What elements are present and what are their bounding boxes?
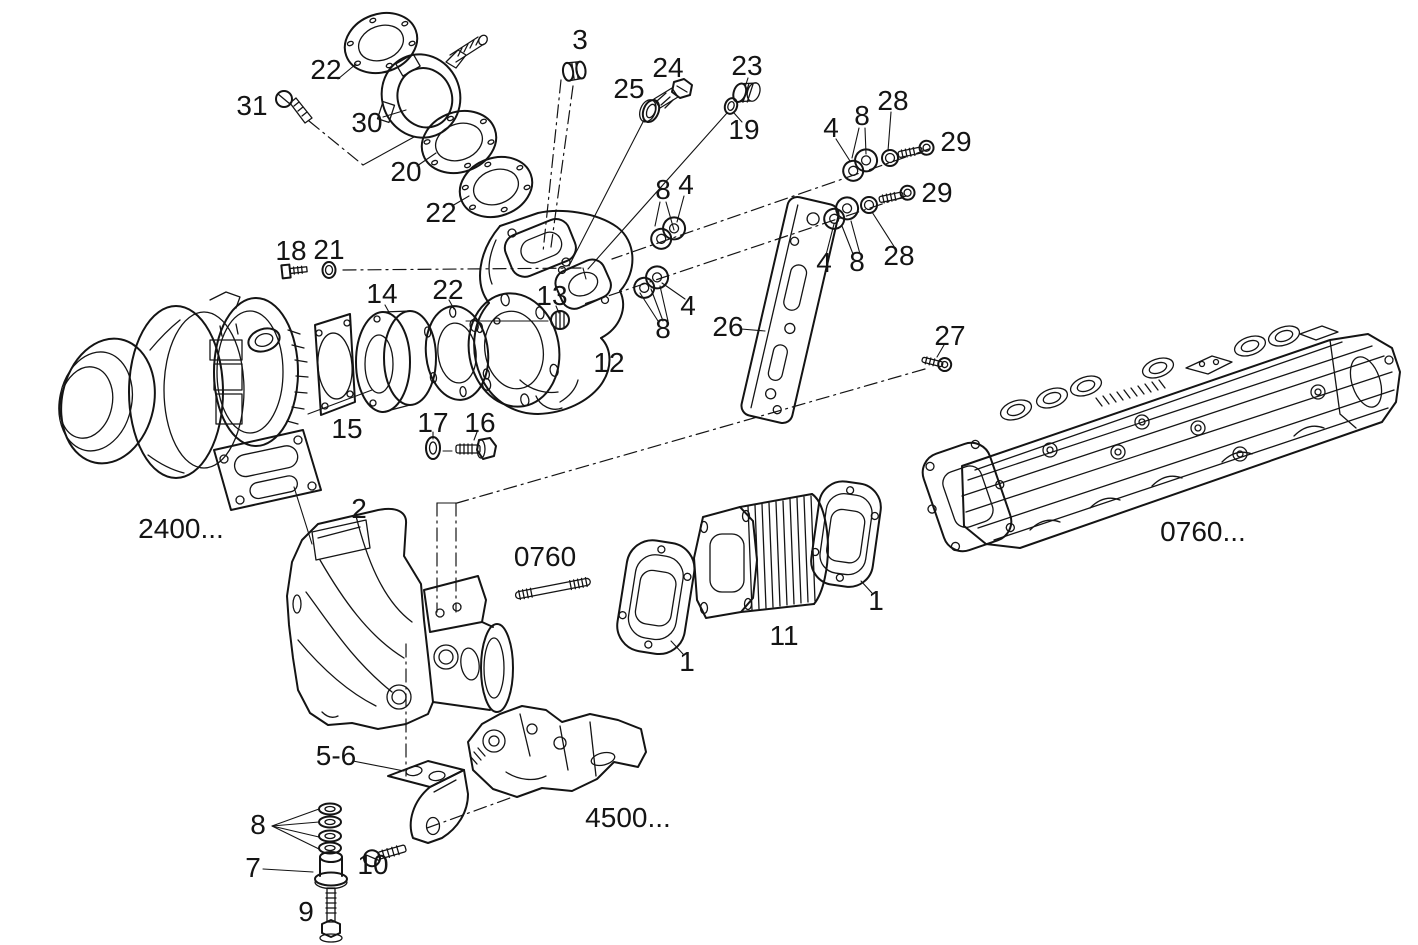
part-bolt-24 [653,78,693,109]
callout-1: 1 [868,584,884,616]
part-manifold-section-2 [286,507,514,730]
part-bracket-26 [740,196,840,424]
callout-28: 28 [883,239,915,271]
leader-lines [262,63,945,873]
callout-2400...: 2400... [138,512,224,544]
part-clamp-30 [376,34,488,139]
callout-14: 14 [366,277,398,309]
callout-23: 23 [731,49,763,81]
part-bolt-9 [319,887,343,943]
callout-5-6: 5-6 [315,739,357,771]
callout-10: 10 [357,848,389,880]
callout-8: 8 [655,312,671,344]
callout-19: 19 [728,113,760,145]
callout-0760: 0760 [513,540,577,572]
part-plug-13 [550,310,570,330]
callout-4500...: 4500... [585,801,671,833]
part-ring-28-top [881,149,899,167]
part-sleeve-11 [693,493,829,619]
axis-lines [308,79,930,829]
callout-12: 12 [593,346,625,378]
part-manifold-0760 [921,325,1401,553]
callout-13: 13 [536,279,568,311]
part-union-4-8-d [823,196,860,230]
part-washers-8 [318,802,342,855]
callout-8: 8 [250,808,266,840]
callout-24: 24 [652,51,684,83]
callout-3: 3 [572,23,588,55]
part-spacer-7 [314,851,348,890]
callout-7: 7 [245,851,261,883]
callout-29: 29 [940,125,972,157]
part-gasket-1-left [616,539,696,656]
callout-21: 21 [313,233,345,265]
part-ring-21 [321,261,337,279]
callout-0760...: 0760... [1160,515,1246,547]
callout-4: 4 [680,289,696,321]
callout-8: 8 [854,99,870,131]
callout-25: 25 [613,72,645,104]
part-union-4-8-c [842,148,879,182]
callout-22: 22 [432,273,464,305]
callout-2: 2 [351,492,367,524]
callout-27: 27 [934,319,966,351]
callout-4: 4 [816,246,832,278]
part-bolt-31 [275,90,313,124]
part-plug-3 [561,60,587,82]
callout-11: 11 [769,619,799,651]
part-support-4500 [467,705,647,798]
callout-4: 4 [823,111,839,143]
part-union-4-8-b [633,265,670,299]
part-gasket-1-right [810,480,882,588]
part-turbocharger [58,291,322,545]
part-bracket-5-6 [387,760,469,844]
callout-20: 20 [390,155,422,187]
part-ring-19 [723,97,739,115]
callout-31: 31 [236,89,268,121]
callout-22: 22 [310,53,342,85]
part-bolt-10 [362,844,407,868]
part-bolt-27 [921,356,953,373]
part-adapter-14 [355,310,437,413]
callout-29: 29 [921,176,953,208]
part-elbow-12 [465,209,634,415]
callout-4: 4 [678,168,694,200]
callout-22: 22 [425,196,457,228]
callout-26: 26 [712,310,744,342]
callout-17: 17 [417,406,449,438]
callout-9: 9 [298,895,314,927]
callout-8: 8 [849,245,865,277]
part-ring-28-bottom [860,196,878,214]
part-gasket-22-mid [458,155,534,219]
part-gasket-22-top [343,11,419,75]
part-bolt-16 [455,437,497,460]
part-union-4-8-a [650,216,687,250]
part-bolt-18 [280,263,308,280]
callout-15: 15 [331,412,363,444]
callout-30: 30 [351,106,383,138]
part-stud-0760 [514,576,591,601]
callout-16: 16 [464,406,496,438]
callout-28: 28 [877,84,909,116]
part-bolt-29-top [897,139,935,159]
part-bolt-29-bottom [878,184,916,204]
callout-18: 18 [275,234,307,266]
part-ring-17 [425,436,453,460]
callout-1: 1 [679,645,695,677]
callout-8: 8 [655,173,671,205]
